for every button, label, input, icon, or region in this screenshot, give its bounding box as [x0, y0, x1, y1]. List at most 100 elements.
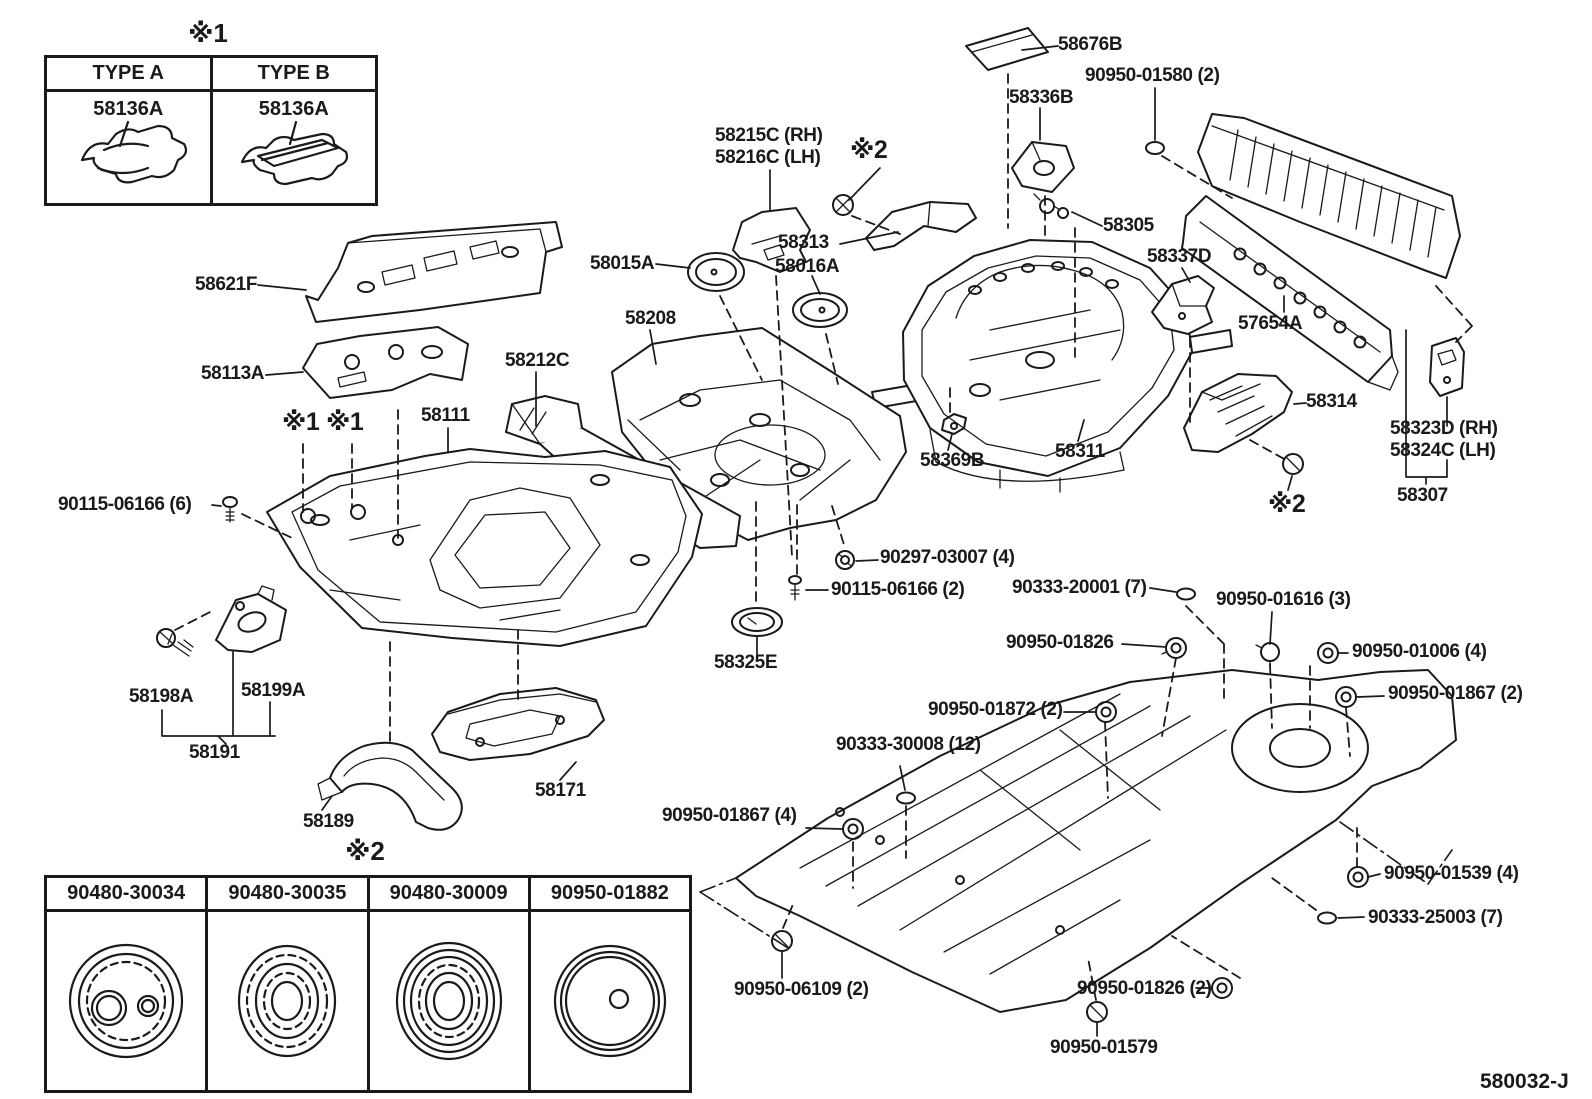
part-label: 90950-01867 (2)	[1388, 683, 1523, 704]
part-58337d-drawing	[1151, 275, 1215, 335]
part-label: 58215C (RH)	[715, 125, 823, 146]
grommet-part-header-3: 90480-30009	[370, 878, 531, 909]
grommet-01882-drawing-icon	[553, 944, 666, 1058]
grommet-30035-drawing-icon	[238, 944, 337, 1058]
type-b-cell: 58136A	[213, 92, 376, 203]
part-label: 58191	[189, 742, 240, 763]
grommet-90950-01826-icon	[1161, 637, 1187, 659]
part-label: 58323D (RH)	[1390, 418, 1498, 439]
part-58314-drawing	[1183, 373, 1293, 453]
part-label: 58199A	[241, 680, 306, 701]
grommet-90950-01579-icon	[1086, 1001, 1108, 1023]
part-58199a-drawing	[215, 585, 287, 653]
part-58336b-drawing	[1011, 141, 1075, 193]
part-58323d-drawing	[1429, 337, 1465, 397]
part-label: 90950-01006 (4)	[1352, 641, 1487, 662]
part-label: 58016A	[775, 256, 840, 277]
part-label: 58171	[535, 780, 586, 801]
grommet-cell-3	[370, 912, 531, 1090]
part-label: 58313	[778, 232, 829, 253]
part-57654a-drawing	[1181, 195, 1399, 391]
drawing-number: 580032-J	[1480, 1070, 1569, 1093]
part-58621f-drawing	[305, 221, 563, 323]
part-label: 90950-01616 (3)	[1216, 589, 1351, 610]
part-label: 58369B	[920, 450, 985, 471]
part-label: 90333-25003 (7)	[1368, 907, 1503, 928]
upper-back-panel-drawing	[1197, 113, 1461, 279]
part-label: 90333-20001 (7)	[1012, 577, 1147, 598]
grommet-90950-06109-icon	[771, 930, 793, 952]
part-label: 58324C (LH)	[1390, 440, 1496, 461]
grommet-90950-01867-2-icon	[1335, 686, 1357, 708]
part-label: 58676B	[1058, 34, 1123, 55]
part-label: ※2	[1268, 490, 1306, 518]
oval-90333-20001-icon	[1176, 587, 1196, 601]
part-58189-drawing	[317, 741, 463, 831]
part-label: 58305	[1103, 215, 1154, 236]
type-a-cell: 58136A	[47, 92, 213, 203]
part-58676b-drawing	[965, 27, 1049, 71]
part-58325e-drawing	[731, 607, 783, 637]
part-58016a-drawing	[792, 292, 848, 328]
part-label: 90950-01580 (2)	[1085, 65, 1220, 86]
type-b-part-number: 58136A	[258, 98, 329, 120]
part-label: 90950-01867 (4)	[662, 805, 797, 826]
part-label: 90115-06166 (2)	[831, 579, 965, 600]
part-label: 58307	[1397, 485, 1448, 506]
part-label: 58111	[421, 405, 470, 426]
grommet-part-header-1: 90480-30034	[47, 878, 209, 909]
part-label: 58015A	[590, 253, 655, 274]
part-label: 58337D	[1147, 246, 1212, 267]
part-label: 58208	[625, 308, 676, 329]
clip-90950-01616-icon	[1255, 642, 1280, 668]
part-label: 90950-01826	[1006, 632, 1114, 653]
part-58311-drawing	[902, 239, 1193, 493]
part-label: 58621F	[195, 274, 258, 295]
grommet-01580-icon	[1145, 141, 1165, 155]
bolt-90115-06166-2-icon	[788, 575, 802, 601]
part-58171-drawing	[431, 687, 605, 761]
part-label: ※1 ※1	[282, 408, 364, 436]
screw-58198a-icon	[156, 628, 194, 657]
type-legend-title: ※1	[188, 18, 228, 48]
clip-58369b-icon	[941, 413, 967, 435]
part-58113a-drawing	[302, 326, 469, 399]
part-label: 90950-01826 (2)	[1077, 978, 1212, 999]
part-58313-drawing	[865, 201, 977, 251]
part-label: 58314	[1306, 391, 1357, 412]
part-label: 90333-30008 (12)	[836, 734, 981, 755]
part-label: 58336B	[1009, 87, 1074, 108]
oval-90333-25003-icon	[1317, 911, 1337, 925]
projection-dashed-lines	[174, 73, 1473, 1001]
part-label: 58113A	[201, 363, 265, 384]
grommet-90950-01826-2-icon	[1211, 977, 1233, 999]
part-label: 90297-03007 (4)	[880, 547, 1015, 568]
clip-x2-top-icon	[832, 194, 854, 216]
part-label: 90950-01579	[1050, 1037, 1158, 1058]
grommet-30009-drawing-icon	[395, 941, 502, 1061]
grommet-90950-01006-icon	[1317, 642, 1339, 664]
grommet-30034-drawing-icon	[69, 943, 184, 1059]
part-label: 58198A	[129, 686, 194, 707]
part-label: 90115-06166 (6)	[58, 494, 192, 515]
part-label: 58189	[303, 811, 354, 832]
oval-90333-30008-icon	[896, 791, 916, 805]
grommet-legend-title: ※2	[345, 836, 385, 866]
grommet-cell-2	[208, 912, 370, 1090]
under-cover-drawing	[699, 669, 1457, 1013]
part-label: 90950-06109 (2)	[734, 979, 869, 1000]
part-58111-drawing	[266, 448, 703, 647]
part-label: 57654A	[1238, 313, 1303, 334]
type-a-header: TYPE A	[47, 58, 213, 89]
nut-90297-03007-icon	[835, 550, 855, 570]
part-label: 90950-01539 (4)	[1384, 863, 1519, 884]
part-label: 58212C	[505, 350, 570, 371]
type-a-part-number: 58136A	[93, 98, 164, 120]
part-label: 58311	[1055, 441, 1105, 462]
part-label: 58325E	[714, 652, 778, 673]
type-a-part-sketch-icon	[81, 120, 188, 183]
grommet-90950-01539-icon	[1347, 866, 1369, 888]
grommet-legend-box: 90480-30034 90480-30035 90480-30009 9095…	[44, 875, 692, 1093]
